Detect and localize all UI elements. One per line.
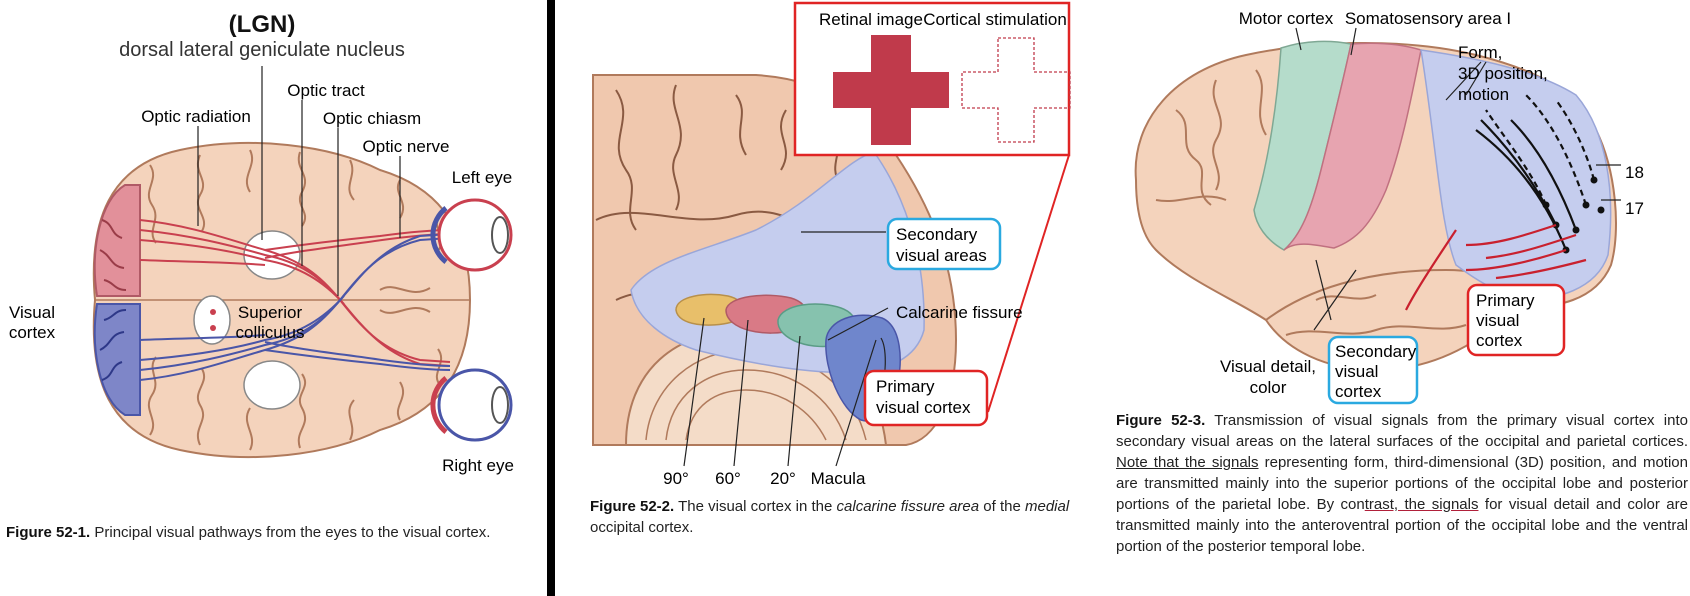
- cortical-cross-outline: [961, 37, 1071, 143]
- primary-visual-cortex-box: [1466, 283, 1566, 357]
- somatosensory-area: [1283, 42, 1422, 251]
- label-optic-nerve: Optic nerve: [363, 137, 450, 156]
- lgn-subtitle: dorsal lateral geniculate nucleus: [119, 39, 405, 61]
- visual-pathway-diagram: (LGN) dorsal lateral geniculate nucleus …: [9, 11, 514, 475]
- label-optic-radiation: Optic radiation: [141, 107, 251, 126]
- label-optic-tract: Optic tract: [287, 81, 365, 100]
- label-90: 90°: [663, 469, 689, 488]
- caption-number: Figure 52-2.: [590, 498, 675, 515]
- right-eye-shape: [430, 368, 513, 442]
- label-17: 17: [1625, 199, 1644, 218]
- label-60: 60°: [715, 469, 741, 488]
- label-motor-cortex: Motor cortex: [1239, 9, 1334, 28]
- label-visual-detail-1: Visual detail,: [1220, 357, 1316, 376]
- label-visual-detail-2: color: [1250, 378, 1287, 397]
- figure-52-1: (LGN) dorsal lateral geniculate nucleus …: [0, 0, 545, 596]
- figure-52-2: Retinal image Cortical stimulation Secon…: [556, 0, 1116, 596]
- label-secondary-3: cortex: [1335, 382, 1382, 401]
- superior-colliculus-shape: [193, 295, 231, 345]
- label-secondary-1: Secondary: [1335, 342, 1417, 361]
- label-cortical-stimulation: Cortical stimulation: [923, 10, 1067, 29]
- lgn-title: (LGN): [229, 11, 296, 38]
- label-superior-colliculus-1: Superior: [238, 303, 303, 322]
- caption-part-d: medial: [1024, 498, 1070, 515]
- left-eye-shape: [430, 198, 513, 272]
- figure-52-2-caption: Figure 52-2. The visual cortex in the ca…: [590, 496, 1090, 538]
- label-primary-3: cortex: [1476, 331, 1523, 350]
- caption-part-c: for visual detail and color are transmit…: [1116, 496, 1688, 555]
- caption-part-b: representing form, third-dimensional (3D…: [1116, 454, 1688, 513]
- caption-number: Figure 52-3.: [1116, 412, 1206, 429]
- label-primary-2: visual cortex: [876, 398, 971, 417]
- label-secondary-1: Secondary: [896, 225, 978, 244]
- caption-text: Principal visual pathways from the eyes …: [94, 524, 491, 541]
- retinal-cross: [833, 35, 949, 145]
- lateral-brain-diagram: Motor cortex Somatosensory area I Form, …: [1134, 9, 1644, 405]
- lgn-lower: [243, 360, 301, 410]
- figure-52-1-caption: Figure 52-1. Principal visual pathways f…: [6, 522, 526, 543]
- label-secondary-2: visual areas: [896, 246, 987, 265]
- caption-part-b: calcarine fissure area: [836, 498, 980, 515]
- figure-52-3-caption: Figure 52-3. Transmission of visual sign…: [1116, 410, 1688, 557]
- label-macula: Macula: [811, 469, 866, 488]
- panel-divider: [547, 0, 555, 596]
- label-optic-chiasm: Optic chiasm: [323, 109, 421, 128]
- secondary-visual-cortex-box: [1327, 335, 1419, 405]
- primary-cortex-box: [863, 369, 989, 427]
- label-visual-cortex-1: Visual: [9, 303, 55, 322]
- label-18: 18: [1625, 163, 1644, 182]
- dorsal-arrows: [1475, 94, 1596, 251]
- caption-number: Figure 52-1.: [6, 524, 91, 541]
- label-form-2: 3D position,: [1458, 64, 1548, 83]
- caption-part-c: of the: [983, 498, 1021, 515]
- label-20: 20°: [770, 469, 796, 488]
- blue-pathways: [139, 233, 451, 381]
- calcarine-diagram: Retinal image Cortical stimulation Secon…: [592, 1, 1071, 488]
- label-form-1: Form,: [1458, 43, 1502, 62]
- label-somatosensory: Somatosensory area I: [1345, 9, 1511, 28]
- label-form-3: motion: [1458, 85, 1509, 104]
- visual-cortex-red: [93, 184, 141, 297]
- label-left-eye: Left eye: [452, 168, 513, 187]
- ventral-arrows: [1405, 223, 1587, 311]
- caption-part-a: Transmission of visual signals from the …: [1116, 412, 1688, 450]
- label-primary-1: Primary: [1476, 291, 1535, 310]
- label-right-eye: Right eye: [442, 456, 514, 475]
- lgn-upper: [243, 230, 301, 280]
- red-pathways: [139, 219, 451, 367]
- label-visual-cortex-2: cortex: [9, 323, 56, 342]
- caption-underline-1: Note that the signals: [1116, 454, 1259, 471]
- label-retinal-image: Retinal image: [819, 10, 923, 29]
- label-calcarine: Calcarine fissure: [896, 303, 1023, 322]
- label-primary-1: Primary: [876, 377, 935, 396]
- caption-part-a: The visual cortex in the: [678, 498, 833, 515]
- figure-52-3: Motor cortex Somatosensory area I Form, …: [1116, 0, 1690, 596]
- label-primary-2: visual: [1476, 311, 1519, 330]
- visual-cortex-blue: [93, 303, 141, 416]
- caption-underline-2: trast, the signals: [1364, 496, 1479, 513]
- secondary-areas-box: [886, 217, 1002, 271]
- label-superior-colliculus-2: colliculus: [236, 323, 305, 342]
- caption-part-e: occipital cortex.: [590, 519, 694, 536]
- label-secondary-2: visual: [1335, 362, 1378, 381]
- brain-gyri: [95, 149, 470, 451]
